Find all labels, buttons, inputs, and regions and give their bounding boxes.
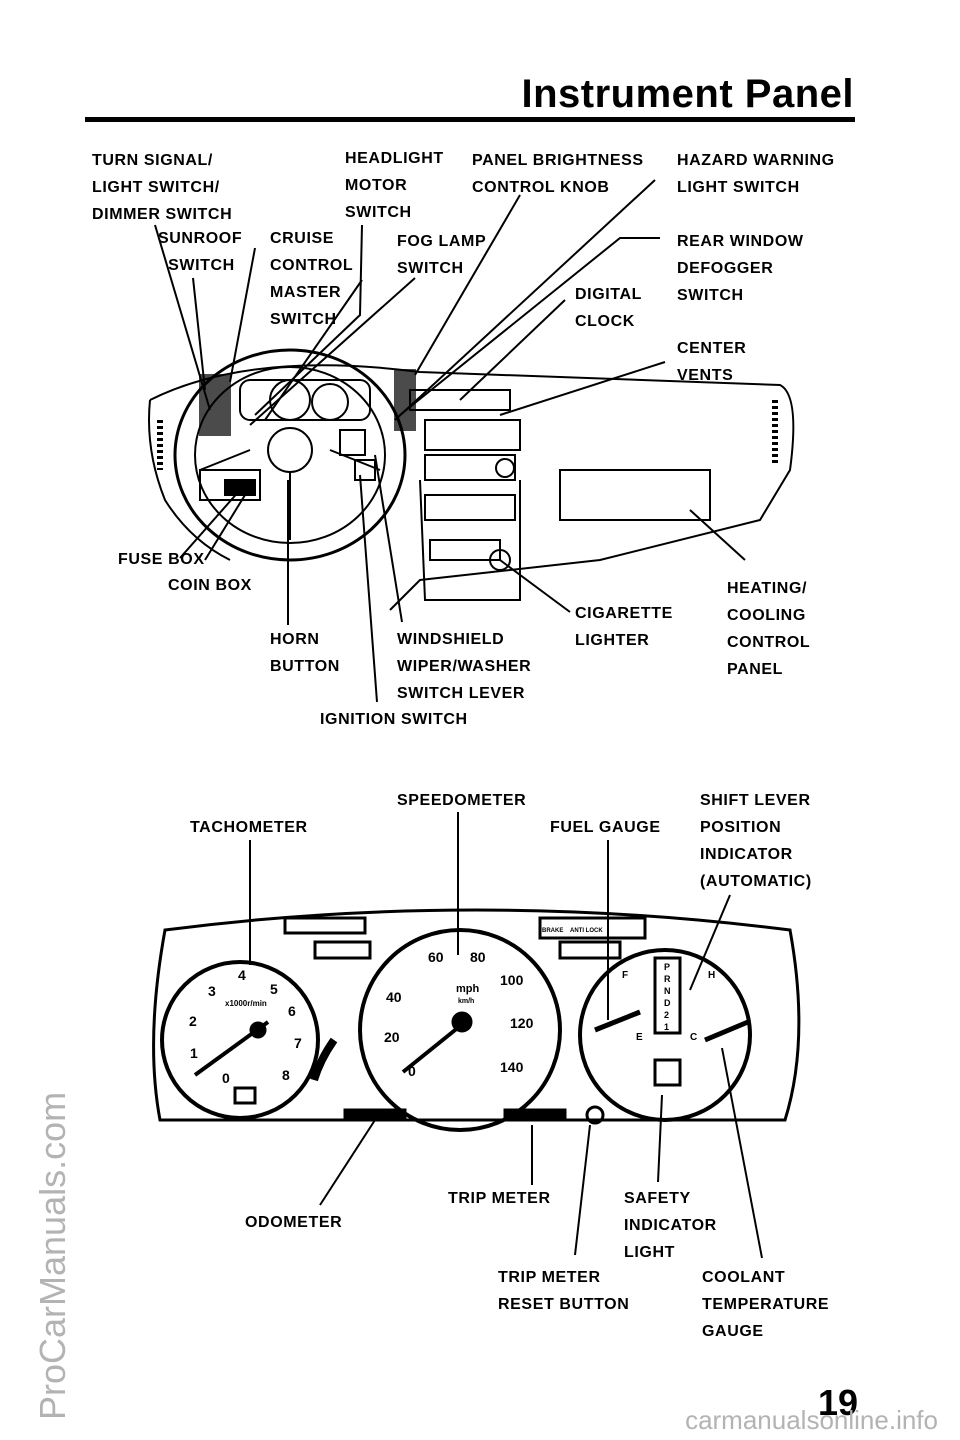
label-center-vents: CENTER VENTS [677, 340, 747, 384]
tach-num-1: 1 [190, 1045, 198, 1061]
speed-num-0: 0 [408, 1063, 416, 1079]
label-trip-meter: TRIP METER [448, 1190, 551, 1207]
label-tachometer: TACHOMETER [190, 819, 308, 836]
speed-num-140: 140 [500, 1059, 524, 1075]
temp-cold: C [690, 1032, 697, 1043]
gear-p: P [664, 962, 670, 972]
tach-num-3: 3 [208, 983, 216, 999]
page-number: 19 [818, 1382, 859, 1423]
speed-num-20: 20 [384, 1029, 400, 1045]
tach-num-6: 6 [288, 1003, 296, 1019]
label-shift-lever-indicator: SHIFT LEVER POSITION INDICATOR (AUTOMATI… [700, 792, 812, 890]
dashboard-leader-lines [154, 179, 746, 703]
tach-num-5: 5 [270, 981, 278, 997]
anti-lock-warning-text: ANTI LOCK [570, 928, 603, 934]
speed-num-80: 80 [470, 949, 486, 965]
label-headlight-motor-switch: HEADLIGHT MOTOR SWITCH [345, 150, 444, 221]
label-coin-box: COIN BOX [168, 577, 252, 594]
speed-num-100: 100 [500, 972, 524, 988]
tach-num-0: 0 [222, 1070, 230, 1086]
label-fuse-box: FUSE BOX [118, 551, 205, 568]
speed-unit-metric: km/h [458, 998, 474, 1005]
gear-d: D [664, 998, 671, 1008]
label-coolant-temperature-gauge: COOLANT TEMPERATURE GAUGE [702, 1269, 830, 1340]
temp-hot: H [708, 970, 715, 981]
label-odometer: ODOMETER [245, 1214, 343, 1231]
label-cigarette-lighter: CIGARETTE LIGHTER [575, 605, 673, 649]
gauge-markings: 0 1 2 3 4 5 6 7 8 x1000r/min 0 20 40 60 … [189, 928, 715, 1086]
dashboard-illustration [148, 348, 795, 611]
label-hazard-warning-switch: HAZARD WARNING LIGHT SWITCH [677, 152, 835, 196]
fuel-full: F [622, 970, 628, 981]
label-panel-brightness-knob: PANEL BRIGHTNESS CONTROL KNOB [472, 152, 644, 196]
gear-2: 2 [664, 1010, 669, 1020]
speed-num-40: 40 [386, 989, 402, 1005]
tach-num-7: 7 [294, 1035, 302, 1051]
label-rear-window-defogger: REAR WINDOW DEFOGGER SWITCH [677, 233, 804, 304]
label-cruise-control-switch: CRUISE CONTROL MASTER SWITCH [270, 230, 354, 328]
label-turn-signal-switch: TURN SIGNAL/ LIGHT SWITCH/ DIMMER SWITCH [92, 152, 233, 223]
fuel-empty: E [636, 1032, 643, 1043]
label-heating-cooling-panel: HEATING/ COOLING CONTROL PANEL [727, 580, 811, 678]
label-safety-indicator-light: SAFETY INDICATOR LIGHT [624, 1190, 717, 1261]
title-rule [85, 117, 855, 122]
label-windshield-wiper-lever: WINDSHIELD WIPER/WASHER SWITCH LEVER [397, 631, 532, 702]
label-digital-clock: DIGITAL CLOCK [575, 286, 643, 330]
label-speedometer: SPEEDOMETER [397, 792, 527, 809]
gear-n: N [664, 986, 671, 996]
speed-num-120: 120 [510, 1015, 534, 1031]
label-fog-lamp-switch: FOG LAMP SWITCH [397, 233, 487, 277]
tach-num-2: 2 [189, 1013, 197, 1029]
label-fuel-gauge: FUEL GAUGE [550, 819, 661, 836]
gear-r: R [664, 974, 671, 984]
side-watermark: ProCarManuals.com [32, 1091, 73, 1420]
label-sunroof-switch: SUNROOF SWITCH [158, 230, 243, 274]
label-ignition-switch: IGNITION SWITCH [320, 711, 468, 728]
tach-num-8: 8 [282, 1067, 290, 1083]
footer-watermark: carmanualsonline.info [685, 1405, 938, 1435]
speed-unit: mph [456, 983, 480, 995]
label-trip-meter-reset-button: TRIP METER RESET BUTTON [498, 1269, 630, 1313]
brake-warning-text: BRAKE [542, 928, 563, 934]
label-horn-button: HORN BUTTON [270, 631, 340, 675]
gear-1: 1 [664, 1022, 669, 1032]
cluster-leader-lines [249, 812, 763, 1259]
speed-num-60: 60 [428, 949, 444, 965]
page-title: Instrument Panel [521, 72, 854, 116]
tach-unit: x1000r/min [225, 999, 267, 1008]
tach-num-4: 4 [238, 967, 246, 983]
instrument-cluster-illustration [152, 908, 801, 1132]
